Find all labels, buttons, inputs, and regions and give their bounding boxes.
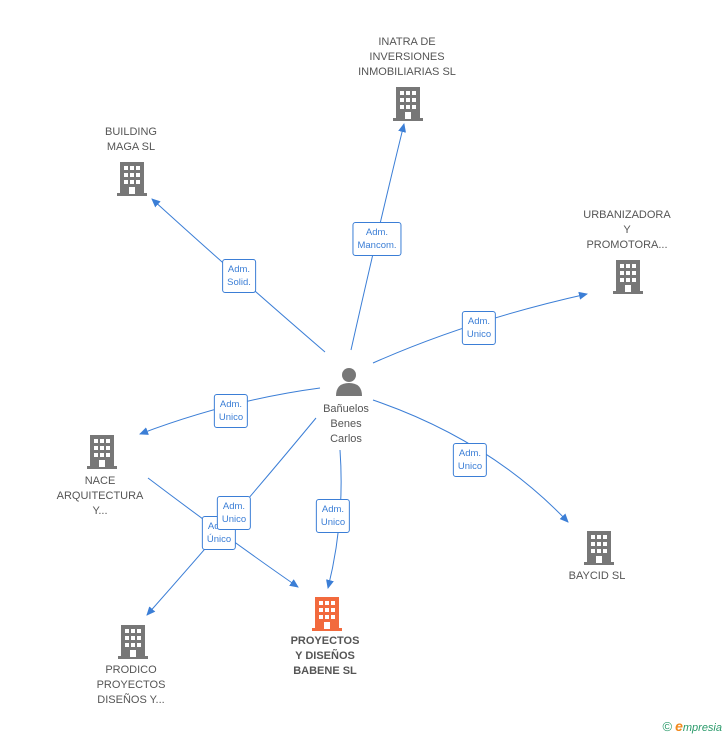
building-icon [118, 625, 148, 659]
building-icon [393, 87, 423, 121]
company-label-prodico[interactable]: PRODICO PROYECTOS DISEÑOS Y... [96, 664, 166, 706]
center-person-name[interactable]: Bañuelos Benes Carlos [323, 403, 369, 445]
company-label-proyectos[interactable]: PROYECTOS Y DISEÑOS BABENE SL [290, 635, 360, 677]
building-icon-highlighted [312, 597, 342, 631]
company-label-urbanizadora[interactable]: URBANIZADORA Y PROMOTORA... [583, 209, 671, 251]
building-icon [87, 435, 117, 469]
company-label-baycid[interactable]: BAYCID SL [568, 570, 626, 582]
building-icon [584, 531, 614, 565]
person-icon [336, 368, 362, 396]
edge-label-nace[interactable]: Adm. Unico [213, 394, 249, 428]
edge-label-proyectos[interactable]: Adm. Unico [315, 499, 351, 533]
company-label-nace[interactable]: NACE ARQUITECTURA Y... [56, 475, 144, 517]
brand-watermark: © empresia [662, 718, 722, 734]
building-icon [117, 162, 147, 196]
company-label-inatra[interactable]: INATRA DE INVERSIONES INMOBILIARIAS SL [358, 36, 456, 78]
brand-logo: empresia [675, 718, 722, 734]
edge-label-building-maga[interactable]: Adm. Solid. [222, 259, 256, 293]
copyright-icon: © [662, 718, 673, 734]
company-label-building-maga[interactable]: BUILDING MAGA SL [105, 126, 157, 153]
edge-label-inatra[interactable]: Adm. Mancom. [352, 222, 402, 256]
edge-label-prodico[interactable]: Adm. Unico [216, 496, 252, 530]
edge-label-baycid[interactable]: Adm. Unico [452, 443, 488, 477]
edge-label-urbanizadora[interactable]: Adm. Unico [461, 311, 497, 345]
building-icon [613, 260, 643, 294]
